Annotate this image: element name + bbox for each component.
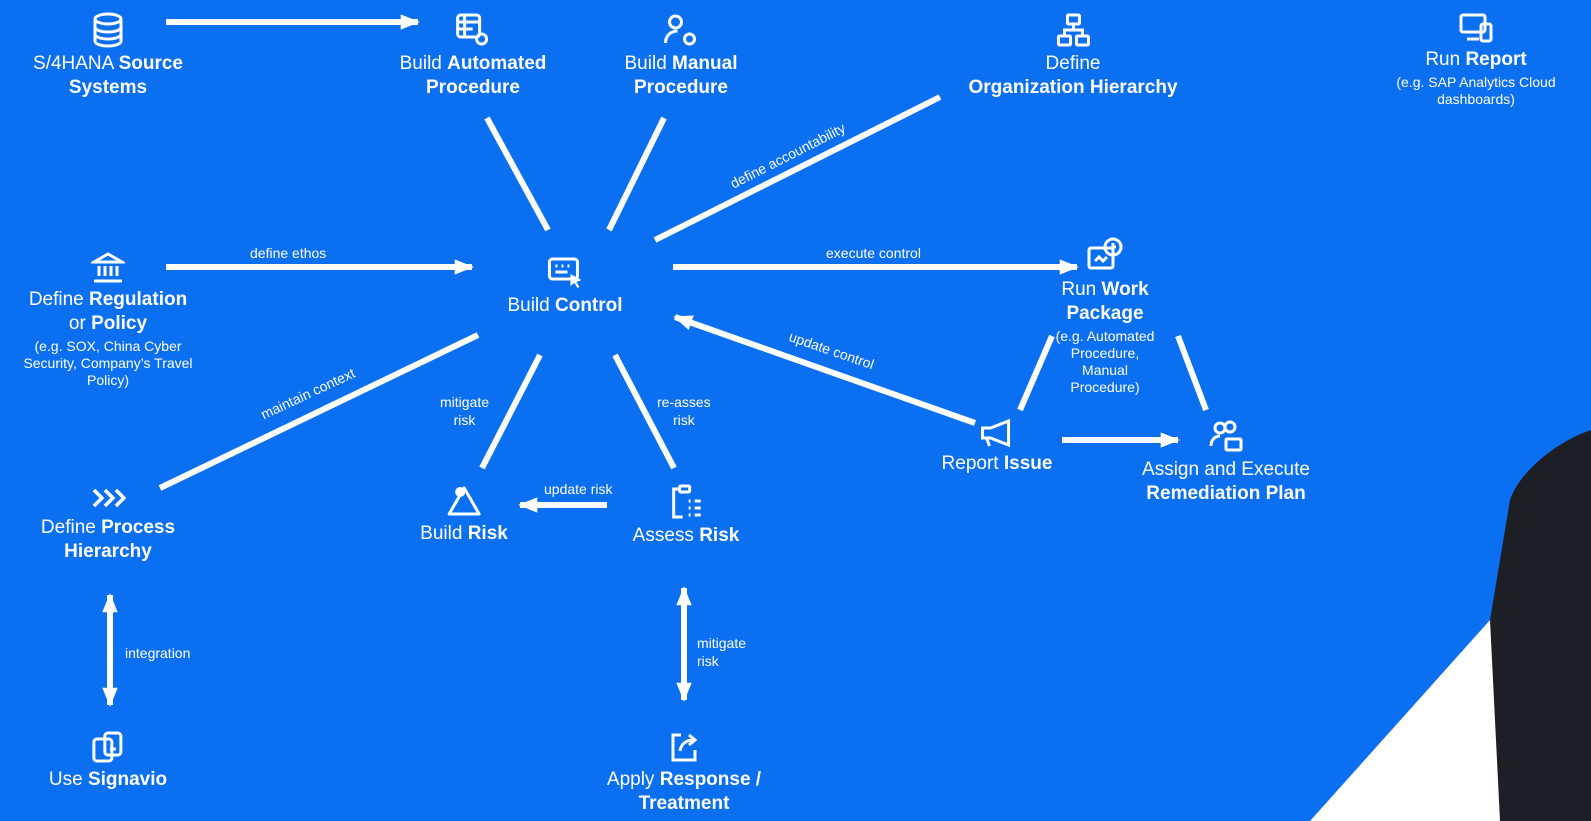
label-update-risk: update risk: [544, 481, 613, 497]
node-signavio: Use Signavio: [49, 730, 167, 792]
node-build-control: Build Control: [507, 256, 623, 318]
node-report-issue: Report Issue: [941, 418, 1053, 476]
org-pre: Define: [1045, 53, 1101, 74]
edge-issue-to-control: [673, 314, 976, 426]
resp-bold: Response /: [659, 769, 762, 790]
brisk-bold: Risk: [467, 523, 508, 544]
control-pre: Build: [507, 295, 555, 316]
node-assess-risk: Assess Risk: [632, 484, 740, 548]
label-update-control: update control: [787, 328, 876, 372]
edge-manual-to-control: [606, 116, 667, 232]
wp-sub: (e.g. Automated Procedure, Manual Proced…: [1055, 328, 1155, 395]
devices-icon: [1459, 13, 1493, 43]
arisk-pre: Assess: [632, 525, 700, 546]
label-re-assess-risk: re-asses risk: [657, 394, 711, 428]
sig-pre: Use: [48, 769, 88, 790]
copy-phone-icon: [92, 731, 123, 763]
node-run-report: Run Report (e.g. SAP Analytics Cloud das…: [1376, 12, 1576, 108]
edge-control-to-org: [653, 94, 942, 243]
wp-bold-2: Package: [1066, 303, 1144, 324]
wp-bold: Work: [1101, 279, 1149, 300]
report-bold: Report: [1465, 49, 1527, 70]
resp-pre: Apply: [606, 769, 660, 790]
label-integration: integration: [125, 645, 191, 661]
sig-bold: Signavio: [87, 769, 168, 790]
source-bold: Source: [118, 53, 183, 74]
issue-bold: Issue: [1003, 453, 1053, 474]
monitor-clock-icon: [1087, 237, 1123, 270]
edge-workpackage-to-remediation: [1175, 334, 1209, 412]
auto-pre: Build: [399, 53, 448, 74]
share-icon: [671, 733, 698, 762]
person-gear-icon: [664, 14, 697, 46]
edge-assess-to-control: [612, 353, 677, 470]
proc-bold: Process: [101, 517, 176, 538]
edge-risk-to-control: [479, 353, 543, 470]
label-define-ethos: define ethos: [250, 245, 327, 261]
label-mitigate-risk-1: mitigate risk: [440, 394, 490, 428]
double-chevron-icon: [92, 488, 126, 508]
node-response: Apply Response / Treatment: [584, 730, 784, 816]
risk-icon: [447, 486, 481, 516]
org-bold-2: Organization Hierarchy: [968, 77, 1178, 98]
proc-bold-2: Hierarchy: [64, 541, 152, 562]
manual-bold-2: Procedure: [634, 77, 728, 98]
reg-sub: (e.g. SOX, China Cyber Security, Company…: [23, 338, 193, 388]
proc-pre: Define: [40, 517, 102, 538]
source-bold-2: Systems: [68, 77, 148, 98]
control-bold: Control: [554, 295, 623, 316]
clipboard-list-icon: [672, 484, 701, 519]
manual-pre: Build: [624, 53, 673, 74]
auto-bold: Automated: [447, 53, 547, 74]
keyboard-cursor-icon: [547, 257, 581, 288]
node-regulation: Define Regulation or Policy (e.g. SOX, Ch…: [8, 250, 208, 389]
rem-pre: Assign and Execute: [1142, 459, 1310, 480]
brisk-pre: Build: [420, 523, 468, 544]
bank-icon: [91, 252, 125, 283]
edge-automated-to-control: [484, 116, 551, 232]
arisk-bold: Risk: [699, 525, 740, 546]
report-sub: (e.g. SAP Analytics Cloud dashboards): [1396, 74, 1556, 107]
megaphone-icon: [981, 418, 1011, 448]
node-build-risk: Build Risk: [420, 484, 508, 546]
manual-bold: Manual: [672, 53, 738, 74]
people-mail-icon: [1209, 420, 1243, 452]
report-pre: Run: [1425, 49, 1466, 70]
edge-workpackage-to-issue: [1017, 334, 1055, 412]
issue-pre: Report: [941, 453, 1004, 474]
label-mitigate-risk-2: mitigate risk: [697, 635, 747, 669]
reg-bold-2: Policy: [91, 313, 148, 334]
reg-pre-2: or: [68, 313, 92, 334]
wp-pre: Run: [1061, 279, 1102, 300]
table-gear-icon: [456, 13, 489, 46]
source-pre: S/4HANA: [33, 53, 119, 74]
auto-bold-2: Procedure: [426, 77, 520, 98]
database-icon: [93, 12, 123, 48]
label-execute-control: execute control: [826, 245, 921, 261]
resp-bold-2: Treatment: [638, 793, 730, 814]
rem-bold-2: Remediation Plan: [1146, 483, 1306, 504]
decorative-white-wedge: [1310, 620, 1500, 821]
edge-process-to-control: [158, 332, 480, 491]
decorative-photo-panel: [1310, 430, 1591, 821]
reg-pre: Define: [28, 289, 90, 310]
org-chart-icon: [1056, 13, 1090, 47]
reg-bold: Regulation: [89, 289, 188, 310]
